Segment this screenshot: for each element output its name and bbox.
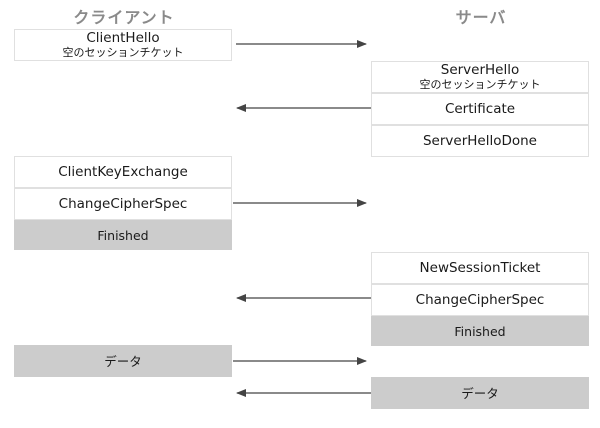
- certificate-label: Certificate: [444, 100, 516, 117]
- new-session-ticket-label: NewSessionTicket: [419, 259, 541, 276]
- client-hello-label: ClientHello: [86, 30, 160, 46]
- new-session-ticket-box: NewSessionTicket: [371, 252, 589, 284]
- certificate-box: Certificate: [371, 93, 589, 125]
- server-hello-sub: 空のセッションチケット: [419, 78, 541, 91]
- server-data-label: データ: [461, 385, 499, 401]
- client-change-cipher-spec-box: ChangeCipherSpec: [14, 188, 232, 220]
- client-data-label: データ: [104, 353, 142, 369]
- server-hello-label: ServerHello: [440, 62, 520, 78]
- server-finished-box: Finished: [371, 316, 589, 346]
- client-column-title: クライアント: [73, 8, 175, 27]
- client-finished-box: Finished: [14, 220, 232, 250]
- client-hello-sub: 空のセッションチケット: [62, 46, 184, 59]
- server-hello-done-box: ServerHelloDone: [371, 125, 589, 157]
- client-finished-label: Finished: [97, 227, 149, 243]
- client-key-exchange-box: ClientKeyExchange: [14, 156, 232, 188]
- server-data-box: データ: [371, 377, 589, 409]
- client-key-exchange-label: ClientKeyExchange: [58, 163, 188, 180]
- client-change-cipher-spec-label: ChangeCipherSpec: [58, 195, 188, 212]
- server-change-cipher-spec-label: ChangeCipherSpec: [415, 291, 545, 308]
- client-data-box: データ: [14, 345, 232, 377]
- server-hello-done-label: ServerHelloDone: [422, 132, 537, 149]
- server-change-cipher-spec-box: ChangeCipherSpec: [371, 284, 589, 316]
- server-finished-label: Finished: [454, 323, 506, 339]
- server-hello-box: ServerHello 空のセッションチケット: [371, 61, 589, 93]
- server-column-title: サーバ: [455, 8, 507, 27]
- client-hello-box: ClientHello 空のセッションチケット: [14, 29, 232, 61]
